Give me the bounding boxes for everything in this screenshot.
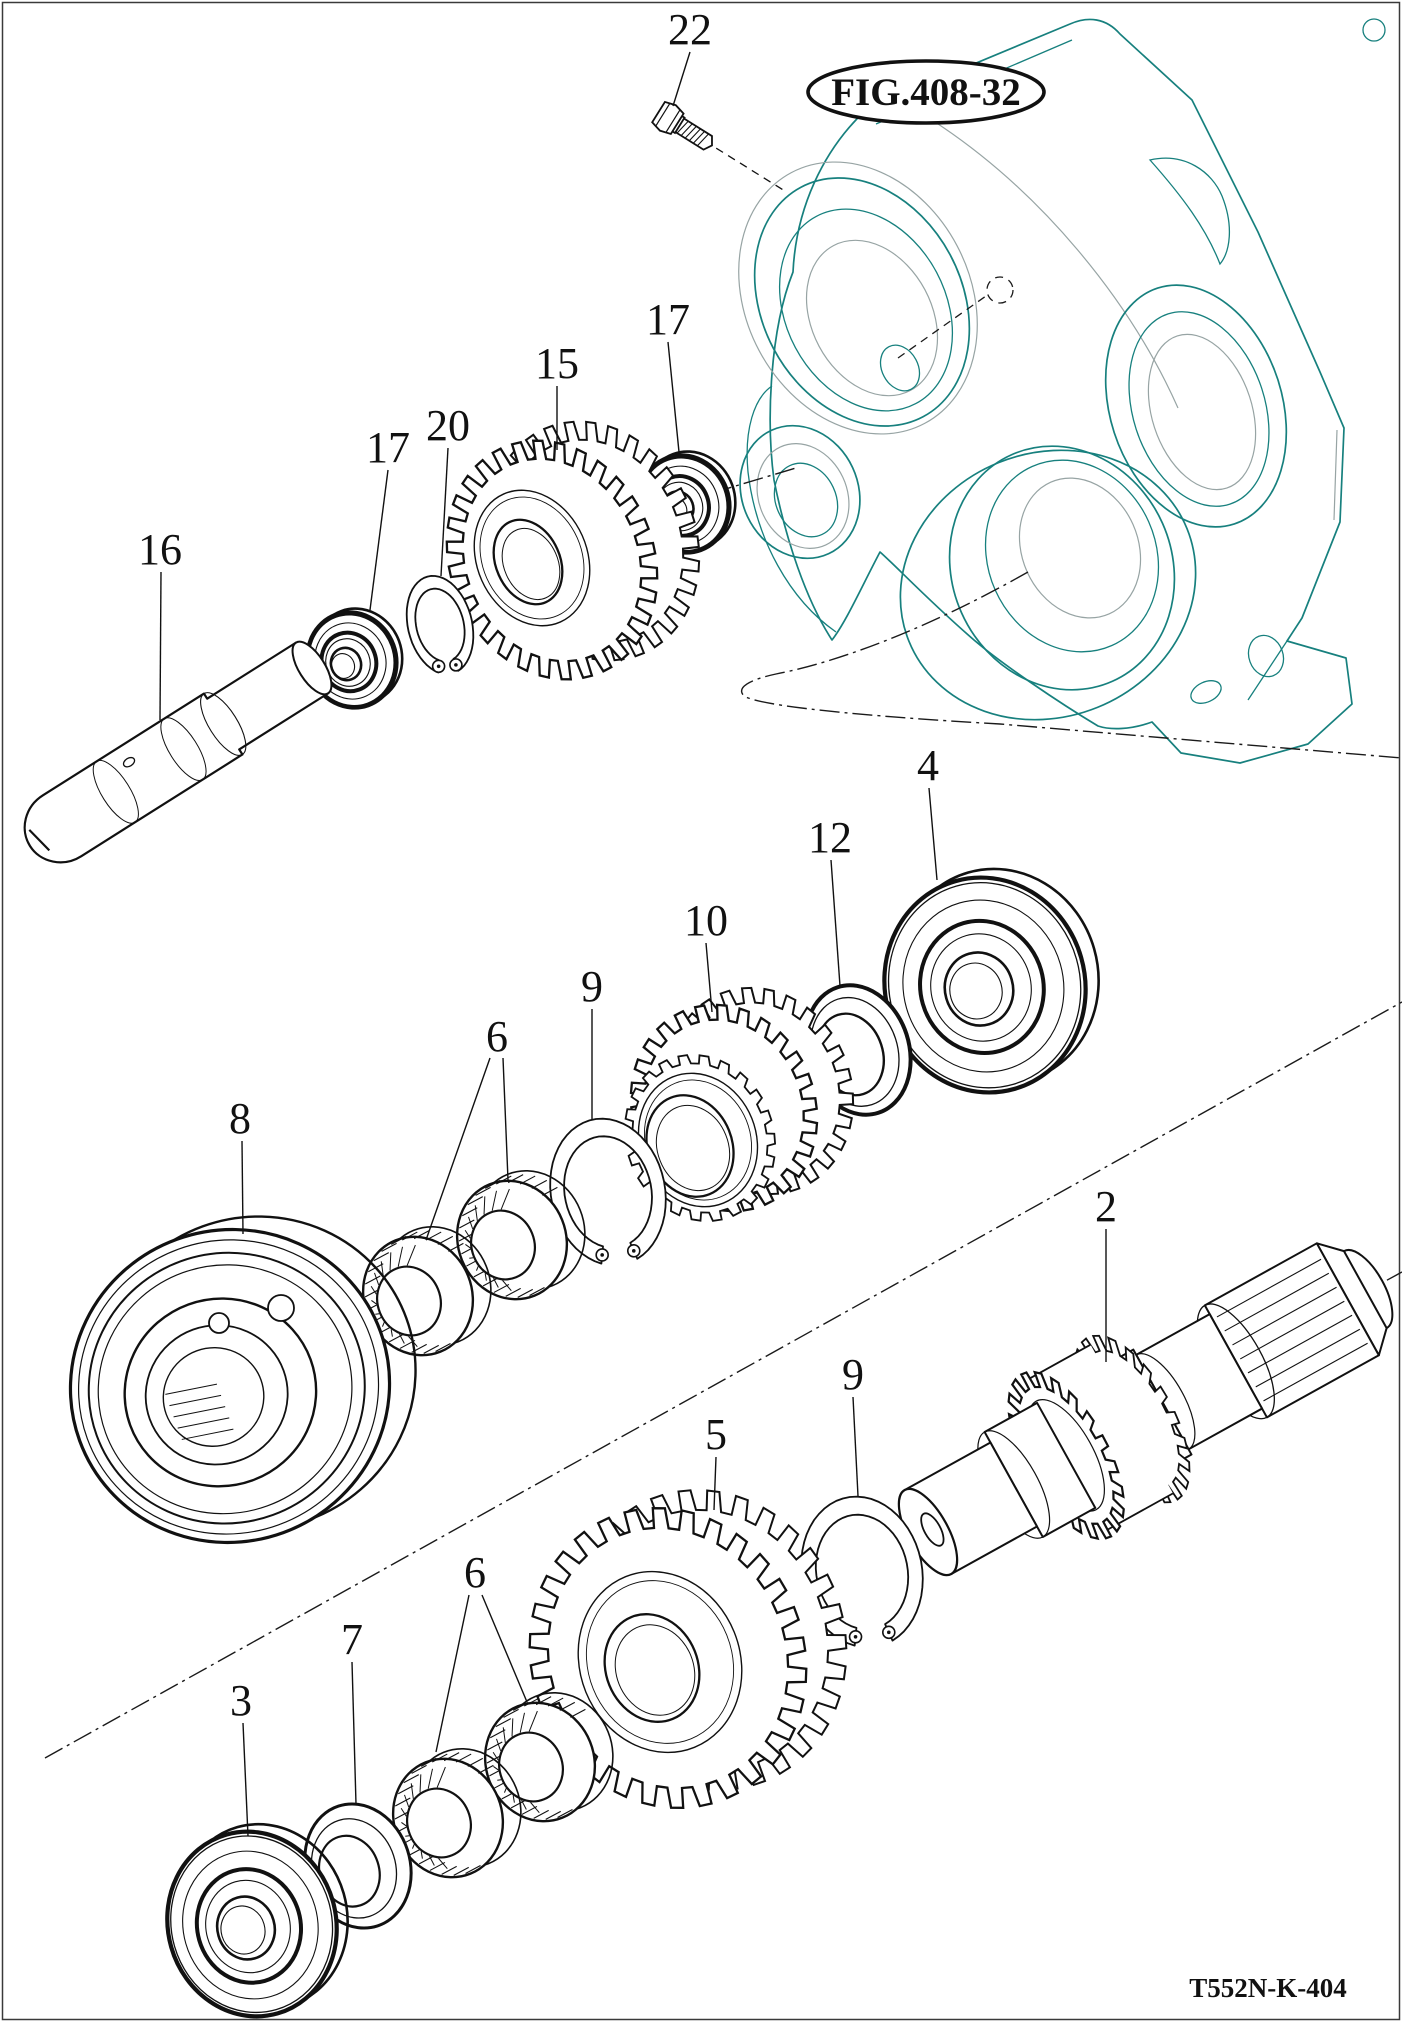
callout-ring-7: 7 (341, 1615, 363, 1805)
housing-bottom-hole (1190, 680, 1222, 704)
figure-label-badge: FIG.408-32 (806, 59, 1046, 125)
callout-needle-bearings-6-mid: 6 (425, 1012, 509, 1241)
leader-line (159, 571, 162, 721)
callout-shaft-16: 16 (138, 525, 182, 721)
part-gear-15 (445, 420, 701, 681)
callout-bearing-17-right: 17 (646, 295, 690, 453)
part-number-label: 9 (581, 962, 603, 1011)
housing-web-hook (1148, 157, 1231, 266)
callout-bolt-22: 22 (668, 5, 712, 107)
part-number-label: 9 (842, 1350, 864, 1399)
gearbox-housing (738, 18, 1386, 764)
part-number-label: 17 (366, 423, 410, 472)
part-bolt-22 (651, 100, 785, 192)
part-number-label: 6 (486, 1012, 508, 1061)
leader-line (672, 51, 691, 107)
part-number-label: 3 (230, 1676, 252, 1725)
callout-bearing-4: 4 (917, 741, 939, 881)
callouts-layer: 22 17 15 20 17 16 4 12 10 9 6 8 2 9 5 6 7 3 (138, 5, 1117, 1837)
part-needle-bearing-6-mid-rear (455, 1170, 586, 1301)
figure-label-ellipse (806, 59, 1046, 125)
part-number-label: 20 (426, 401, 470, 450)
callout-shaft-2: 2 (1095, 1182, 1117, 1362)
housing-foot-gusset (1247, 640, 1288, 701)
housing-bore-mid-left (739, 424, 861, 560)
leader-line (241, 1140, 244, 1235)
leader-line (435, 1594, 470, 1753)
centerline-lower-assembly (44, 1001, 1402, 1759)
leader-line (852, 1396, 859, 1497)
callout-gear-15: 15 (535, 339, 579, 450)
housing-chamfer-edge (1333, 429, 1338, 521)
housing-bore-top-left (738, 161, 978, 435)
housing-top-boss-hole (1362, 18, 1386, 42)
part-number-label: 22 (668, 5, 712, 54)
leader-line (351, 1661, 357, 1805)
part-number-label: 4 (917, 741, 939, 790)
leader-line (705, 942, 713, 1013)
part-snap-ring-9-lower (800, 1495, 924, 1647)
leader-line (481, 1594, 528, 1703)
housing-fold-edge (931, 119, 1179, 409)
bolt-hole-dashed-circle (986, 276, 1014, 304)
leader-line (425, 1057, 491, 1241)
part-bearing-3 (165, 1822, 349, 2019)
callout-gear-10: 10 (684, 896, 728, 1013)
part-needle-bearing-6-bottom-front (391, 1748, 522, 1879)
leader-line (369, 469, 389, 611)
part-gear-5 (528, 1489, 848, 1809)
part-number-label: 10 (684, 896, 728, 945)
callout-gear-5: 5 (705, 1410, 727, 1511)
callout-needle-bearings-6-bottom: 6 (435, 1548, 528, 1753)
part-number-label: 8 (229, 1094, 251, 1143)
housing-bore-right (1104, 284, 1288, 528)
callout-ring-12: 12 (808, 813, 852, 987)
part-shaft-2 (897, 1242, 1394, 1577)
leader-line (502, 1057, 509, 1181)
callout-snap-ring-20: 20 (426, 401, 470, 577)
part-snap-ring-20 (405, 575, 475, 674)
callout-snap-ring-9-lower: 9 (842, 1350, 864, 1497)
callout-bearing-17-left: 17 (366, 423, 410, 611)
part-snap-ring-9-upper (549, 1117, 667, 1265)
leader-line (242, 1722, 249, 1837)
callout-bearing-3: 3 (230, 1676, 252, 1837)
housing-left-boss (746, 385, 837, 633)
part-number-label: 17 (646, 295, 690, 344)
leader-line (713, 1456, 717, 1511)
part-needle-bearing-6-mid-front (361, 1226, 492, 1357)
leader-line (667, 341, 680, 453)
part-number-label: 16 (138, 525, 182, 574)
leader-line (928, 787, 938, 881)
part-number-label: 15 (535, 339, 579, 388)
housing-foot-hole (1247, 634, 1285, 678)
part-shaft-16 (23, 640, 333, 864)
leader-line (440, 447, 449, 577)
parts-layer (23, 100, 1394, 2019)
part-number-label: 7 (341, 1615, 363, 1664)
part-number-label: 6 (464, 1548, 486, 1597)
callout-snap-ring-9-upper: 9 (581, 962, 603, 1120)
part-bearing-4 (882, 867, 1100, 1095)
part-number-label: 5 (705, 1410, 727, 1459)
callout-clutch-drum-8: 8 (229, 1094, 251, 1235)
leader-line (830, 859, 841, 987)
bolt-hole-dashed-leader (897, 295, 987, 359)
part-number-label: 12 (808, 813, 852, 862)
part-number-label: 2 (1095, 1182, 1117, 1231)
part-clutch-drum-8 (68, 1215, 417, 1545)
figure-label: FIG.408-32 (831, 71, 1021, 114)
doc-code: T552N-K-404 (1189, 1973, 1347, 2003)
centerline-housing-loop (740, 571, 1402, 759)
